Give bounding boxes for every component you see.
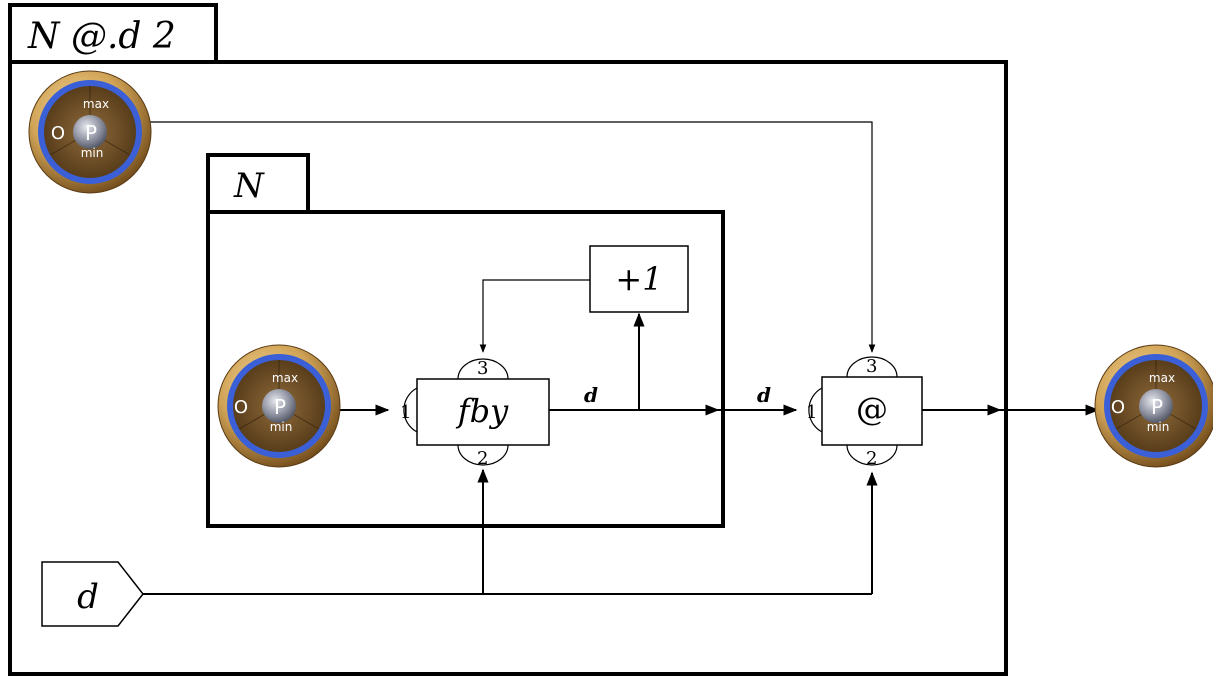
at-box[interactable]: [821, 376, 923, 446]
wire-plus-one-to-fby-port3: [479, 279, 590, 353]
fby-port-3-label: 3: [477, 358, 488, 379]
wire-planet-to-at-port3: [150, 121, 876, 353]
planet-icon: max O P min: [217, 344, 341, 468]
inner-title: N: [233, 166, 265, 206]
planet-icon: max O P min: [28, 70, 152, 194]
at-port-2[interactable]: [846, 444, 898, 466]
plus-one-node[interactable]: +1: [589, 245, 689, 313]
inner-frame: [206, 210, 725, 528]
at-label: @: [856, 390, 888, 428]
planet-max-label: max: [1149, 371, 1175, 385]
planet-icon: max O P min: [1094, 344, 1213, 468]
at-port-3[interactable]: [846, 356, 898, 378]
plus-one-label: +1: [615, 260, 662, 298]
at-port-2-label: 2: [866, 448, 877, 469]
planet-p-label: P: [85, 121, 97, 145]
input-d-label: d: [77, 577, 99, 617]
planet-o-label: O: [1111, 397, 1125, 418]
fby-port-1-label: 1: [400, 402, 411, 423]
planet-max-label: max: [272, 371, 298, 385]
at-port-1-label: 1: [806, 402, 817, 423]
wire-label-fby-out: d: [584, 383, 598, 407]
planet-min-label: min: [270, 420, 293, 434]
input-d-shape[interactable]: [41, 561, 144, 627]
planet-min-label: min: [81, 146, 104, 160]
wire-label-at-in: d: [757, 383, 771, 407]
at-port-1[interactable]: [808, 387, 823, 433]
plus-one-box[interactable]: [589, 245, 689, 313]
fby-port-2-label: 2: [477, 448, 488, 469]
fby-port-3[interactable]: [457, 358, 509, 380]
fby-label: fby: [456, 392, 509, 430]
planet-o-label: O: [234, 397, 248, 418]
outer-frame: [8, 60, 1008, 676]
at-node[interactable]: 1 3 2 @: [806, 356, 923, 469]
planet-p-label: P: [274, 395, 286, 419]
planet-max-label: max: [83, 97, 109, 111]
fby-box[interactable]: [416, 378, 550, 446]
input-d[interactable]: d: [41, 561, 144, 627]
planet-o-label: O: [51, 123, 65, 144]
fby-port-2[interactable]: [457, 444, 509, 466]
planet-p-label: P: [1151, 395, 1163, 419]
fby-port-1[interactable]: [403, 387, 418, 433]
outer-title: N @.d 2: [27, 16, 176, 57]
fby-node[interactable]: 1 3 2 fby: [400, 358, 550, 469]
planet-min-label: min: [1147, 420, 1170, 434]
at-port-3-label: 3: [866, 356, 877, 377]
